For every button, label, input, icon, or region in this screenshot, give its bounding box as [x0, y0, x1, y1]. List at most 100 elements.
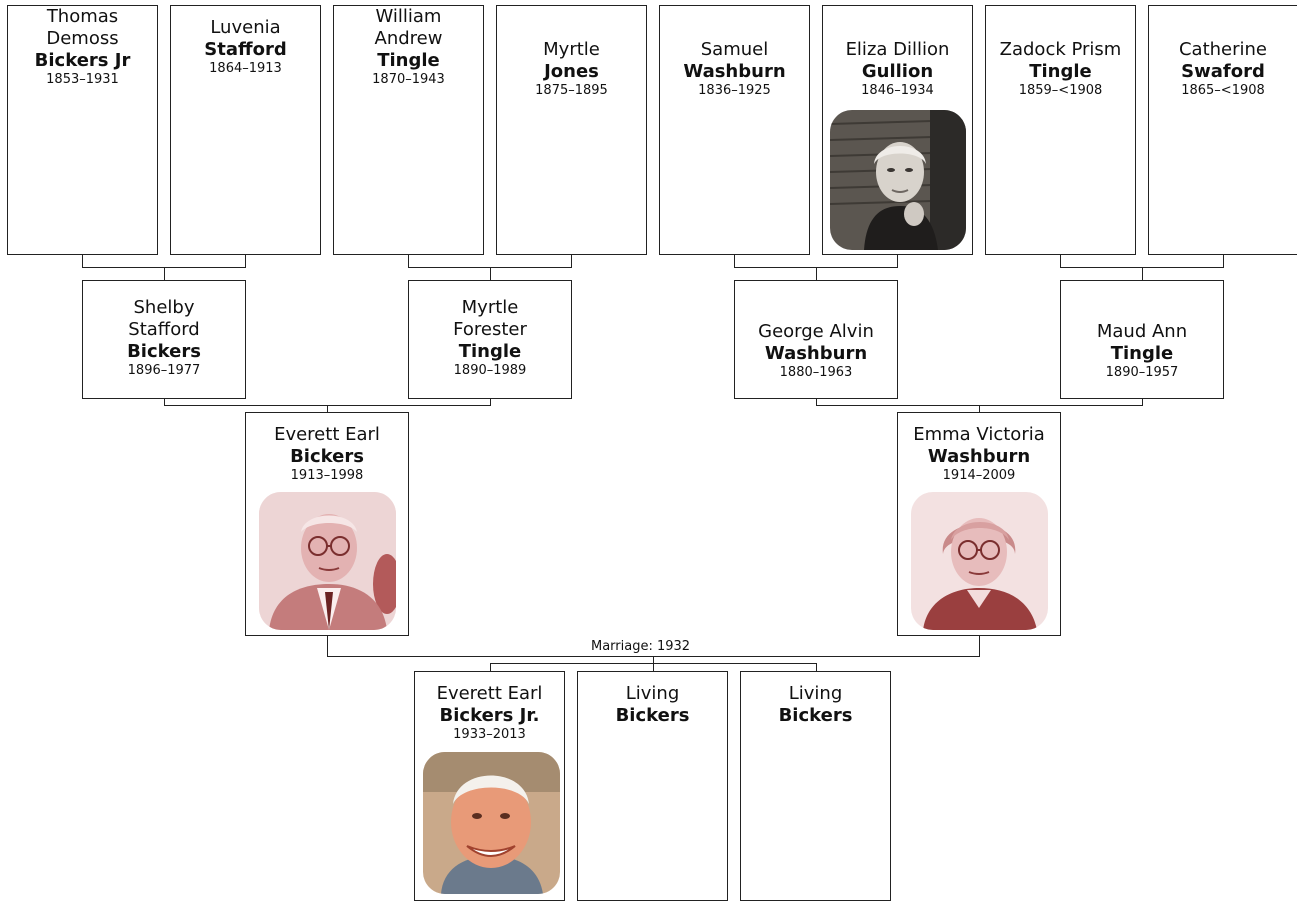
connector-line	[1142, 399, 1143, 405]
person-card-luvenia-stafford[interactable]: Luvenia Stafford 1864–1913	[170, 5, 321, 255]
surname: Washburn	[927, 446, 1031, 467]
given-name: Living	[625, 683, 680, 704]
life-dates: 1836–1925	[698, 83, 771, 98]
surname: Jones	[544, 61, 599, 82]
life-dates: 1846–1934	[861, 83, 934, 98]
connector-line	[245, 255, 246, 267]
life-dates: 1933–2013	[453, 727, 526, 742]
person-card-maud-ann-tingle[interactable]: Maud Ann Tingle 1890–1957	[1060, 280, 1224, 399]
person-card-everett-earl-bickers-jr[interactable]: Everett Earl Bickers Jr. 1933–2013	[414, 671, 565, 901]
given-name: Luvenia	[210, 17, 281, 38]
connector-line	[1223, 255, 1224, 267]
connector-line	[979, 405, 980, 412]
life-dates: 1890–1957	[1105, 365, 1179, 380]
connector-line	[571, 255, 572, 267]
connector-line	[327, 405, 328, 412]
connector-line	[408, 255, 409, 267]
person-card-catherine-swaford[interactable]: Catherine Swaford 1865–<1908	[1148, 5, 1297, 255]
given-name: George Alvin	[758, 321, 874, 342]
person-card-myrtle-forester-tingle[interactable]: Myrtle Forester Tingle 1890–1989	[408, 280, 572, 399]
surname: Washburn	[764, 343, 868, 364]
given-name: Everett Earl	[436, 683, 543, 704]
connector-line	[327, 636, 328, 656]
person-card-living-bickers[interactable]: Living Bickers	[577, 671, 728, 901]
surname: Bickers	[127, 341, 201, 362]
given-name: Emma Victoria	[913, 424, 1045, 445]
portrait-photo[interactable]	[423, 752, 560, 894]
surname: Gullion	[861, 61, 934, 82]
given-name: Zadock Prism	[999, 39, 1122, 60]
person-card-thomas-demoss-bickers[interactable]: Thomas Demoss Bickers Jr 1853–1931	[7, 5, 158, 255]
life-dates: 1913–1998	[290, 468, 364, 483]
connector-line	[490, 663, 491, 671]
surname: Washburn	[683, 61, 786, 82]
connector-line	[1142, 267, 1143, 280]
person-card-zadock-prism-tingle[interactable]: Zadock Prism Tingle 1859–<1908	[985, 5, 1136, 255]
surname: Bickers Jr.	[439, 705, 540, 726]
connector-line	[490, 267, 491, 280]
person-card-everett-earl-bickers[interactable]: Everett Earl Bickers 1913–1998	[245, 412, 409, 636]
person-card-eliza-dillion-gullion[interactable]: Eliza Dillion Gullion 1846–1934	[822, 5, 973, 255]
given-name: Thomas	[46, 6, 119, 27]
life-dates: 1865–<1908	[1181, 83, 1265, 98]
person-card-william-andrew-tingle[interactable]: William Andrew Tingle 1870–1943	[333, 5, 484, 255]
connector-line	[164, 267, 165, 280]
given-name: Myrtle	[461, 297, 519, 318]
life-dates: 1890–1989	[453, 363, 527, 378]
elderly-woman-portrait-icon	[830, 110, 966, 250]
life-dates: 1853–1931	[46, 72, 119, 87]
surname: Swaford	[1181, 61, 1265, 82]
person-card-living-bickers[interactable]: Living Bickers	[740, 671, 891, 901]
given-name: Shelby	[133, 297, 195, 318]
given-name: Demoss	[46, 28, 119, 49]
connector-line	[897, 255, 898, 267]
smiling-man-portrait-icon	[423, 752, 560, 894]
person-card-emma-victoria-washburn[interactable]: Emma Victoria Washburn 1914–2009	[897, 412, 1061, 636]
life-dates: 1864–1913	[209, 61, 282, 76]
life-dates: 1896–1977	[127, 363, 201, 378]
marriage-label: Marriage: 1932	[589, 639, 693, 654]
connector-line	[816, 399, 817, 405]
woman-with-glasses-portrait-icon	[911, 492, 1048, 630]
portrait-photo[interactable]	[911, 492, 1048, 630]
surname: Bickers Jr	[34, 50, 131, 71]
given-name: Myrtle	[543, 39, 600, 60]
life-dates: 1880–1963	[779, 365, 853, 380]
surname: Bickers	[615, 705, 690, 726]
connector-line	[653, 656, 654, 663]
surname: Bickers	[290, 446, 364, 467]
surname: Tingle	[458, 341, 522, 362]
surname: Stafford	[204, 39, 287, 60]
connector-line	[734, 255, 735, 267]
surname: Tingle	[377, 50, 440, 71]
given-name: Maud Ann	[1096, 321, 1188, 342]
connector-line	[979, 636, 980, 656]
given-name: Samuel	[700, 39, 769, 60]
portrait-photo[interactable]	[259, 492, 396, 630]
life-dates: 1870–1943	[372, 72, 445, 87]
life-dates: 1859–<1908	[1018, 83, 1103, 98]
life-dates: 1914–2009	[942, 468, 1016, 483]
given-name: Forester	[453, 319, 527, 340]
connector-line	[816, 267, 817, 280]
life-dates: 1875–1895	[535, 83, 608, 98]
given-name: Everett Earl	[274, 424, 380, 445]
person-card-george-alvin-washburn[interactable]: George Alvin Washburn 1880–1963	[734, 280, 898, 399]
connector-line	[653, 663, 654, 671]
surname: Bickers	[778, 705, 853, 726]
given-name: Catherine	[1178, 39, 1268, 60]
given-name: William	[375, 6, 442, 27]
person-card-shelby-stafford-bickers[interactable]: Shelby Stafford Bickers 1896–1977	[82, 280, 246, 399]
connector-line	[490, 399, 491, 405]
connector-line	[164, 399, 165, 405]
connector-line	[1060, 255, 1061, 267]
given-name: Andrew	[374, 28, 443, 49]
portrait-photo[interactable]	[830, 110, 966, 250]
given-name: Stafford	[128, 319, 200, 340]
person-card-samuel-washburn[interactable]: Samuel Washburn 1836–1925	[659, 5, 810, 255]
given-name: Eliza Dillion	[845, 39, 950, 60]
person-card-myrtle-jones[interactable]: Myrtle Jones 1875–1895	[496, 5, 647, 255]
connector-line	[816, 663, 817, 671]
surname: Tingle	[1029, 61, 1092, 82]
given-name: Living	[788, 683, 843, 704]
